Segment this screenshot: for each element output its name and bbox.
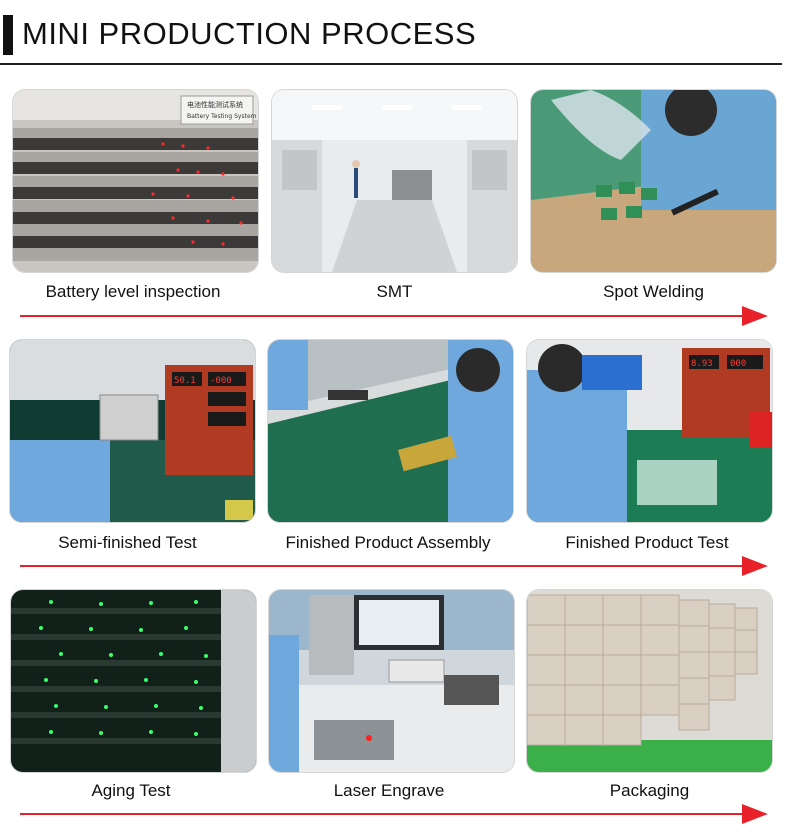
- step-label: Battery level inspection: [45, 282, 221, 301]
- photo-smt: [272, 90, 517, 272]
- page-title: MINI PRODUCTION PROCESS: [22, 16, 477, 51]
- photo-finished-product-assembly: [268, 340, 513, 522]
- step-label: Finished Product Assembly: [285, 533, 491, 552]
- photo-finished-product-test: 8.93 000: [527, 340, 772, 522]
- step-label: Finished Product Test: [565, 533, 729, 552]
- step-label: SMT: [376, 282, 413, 301]
- battery-sign-cn: 电池性能测试系统: [187, 100, 243, 109]
- step-label: Aging Test: [91, 781, 171, 800]
- photo-semi-finished-test: 50.1 -000: [10, 340, 255, 522]
- step-label: Packaging: [609, 781, 690, 800]
- meter-readout: -000: [210, 376, 232, 386]
- photo-battery-level-inspection: 电池性能测试系统 Battery Testing System: [13, 90, 258, 272]
- step-label: Semi-finished Test: [58, 533, 197, 552]
- meter-readout: 50.1: [174, 376, 196, 386]
- process-arrow: [20, 554, 770, 578]
- step-label: Spot Welding: [603, 282, 704, 301]
- step-label: Laser Engrave: [333, 781, 445, 800]
- meter-readout: 8.93: [691, 359, 713, 369]
- header-accent-bar: [3, 15, 13, 55]
- battery-sign-en: Battery Testing System: [187, 113, 257, 120]
- photo-spot-welding: [531, 90, 776, 272]
- header-divider: [0, 63, 782, 65]
- photo-packaging: [527, 590, 772, 772]
- process-arrow: [20, 304, 770, 328]
- photo-aging-test: [11, 590, 256, 772]
- meter-readout: 000: [730, 359, 746, 369]
- photo-laser-engrave: [269, 590, 514, 772]
- page-header: MINI PRODUCTION PROCESS: [0, 0, 800, 70]
- process-arrow: [20, 802, 770, 826]
